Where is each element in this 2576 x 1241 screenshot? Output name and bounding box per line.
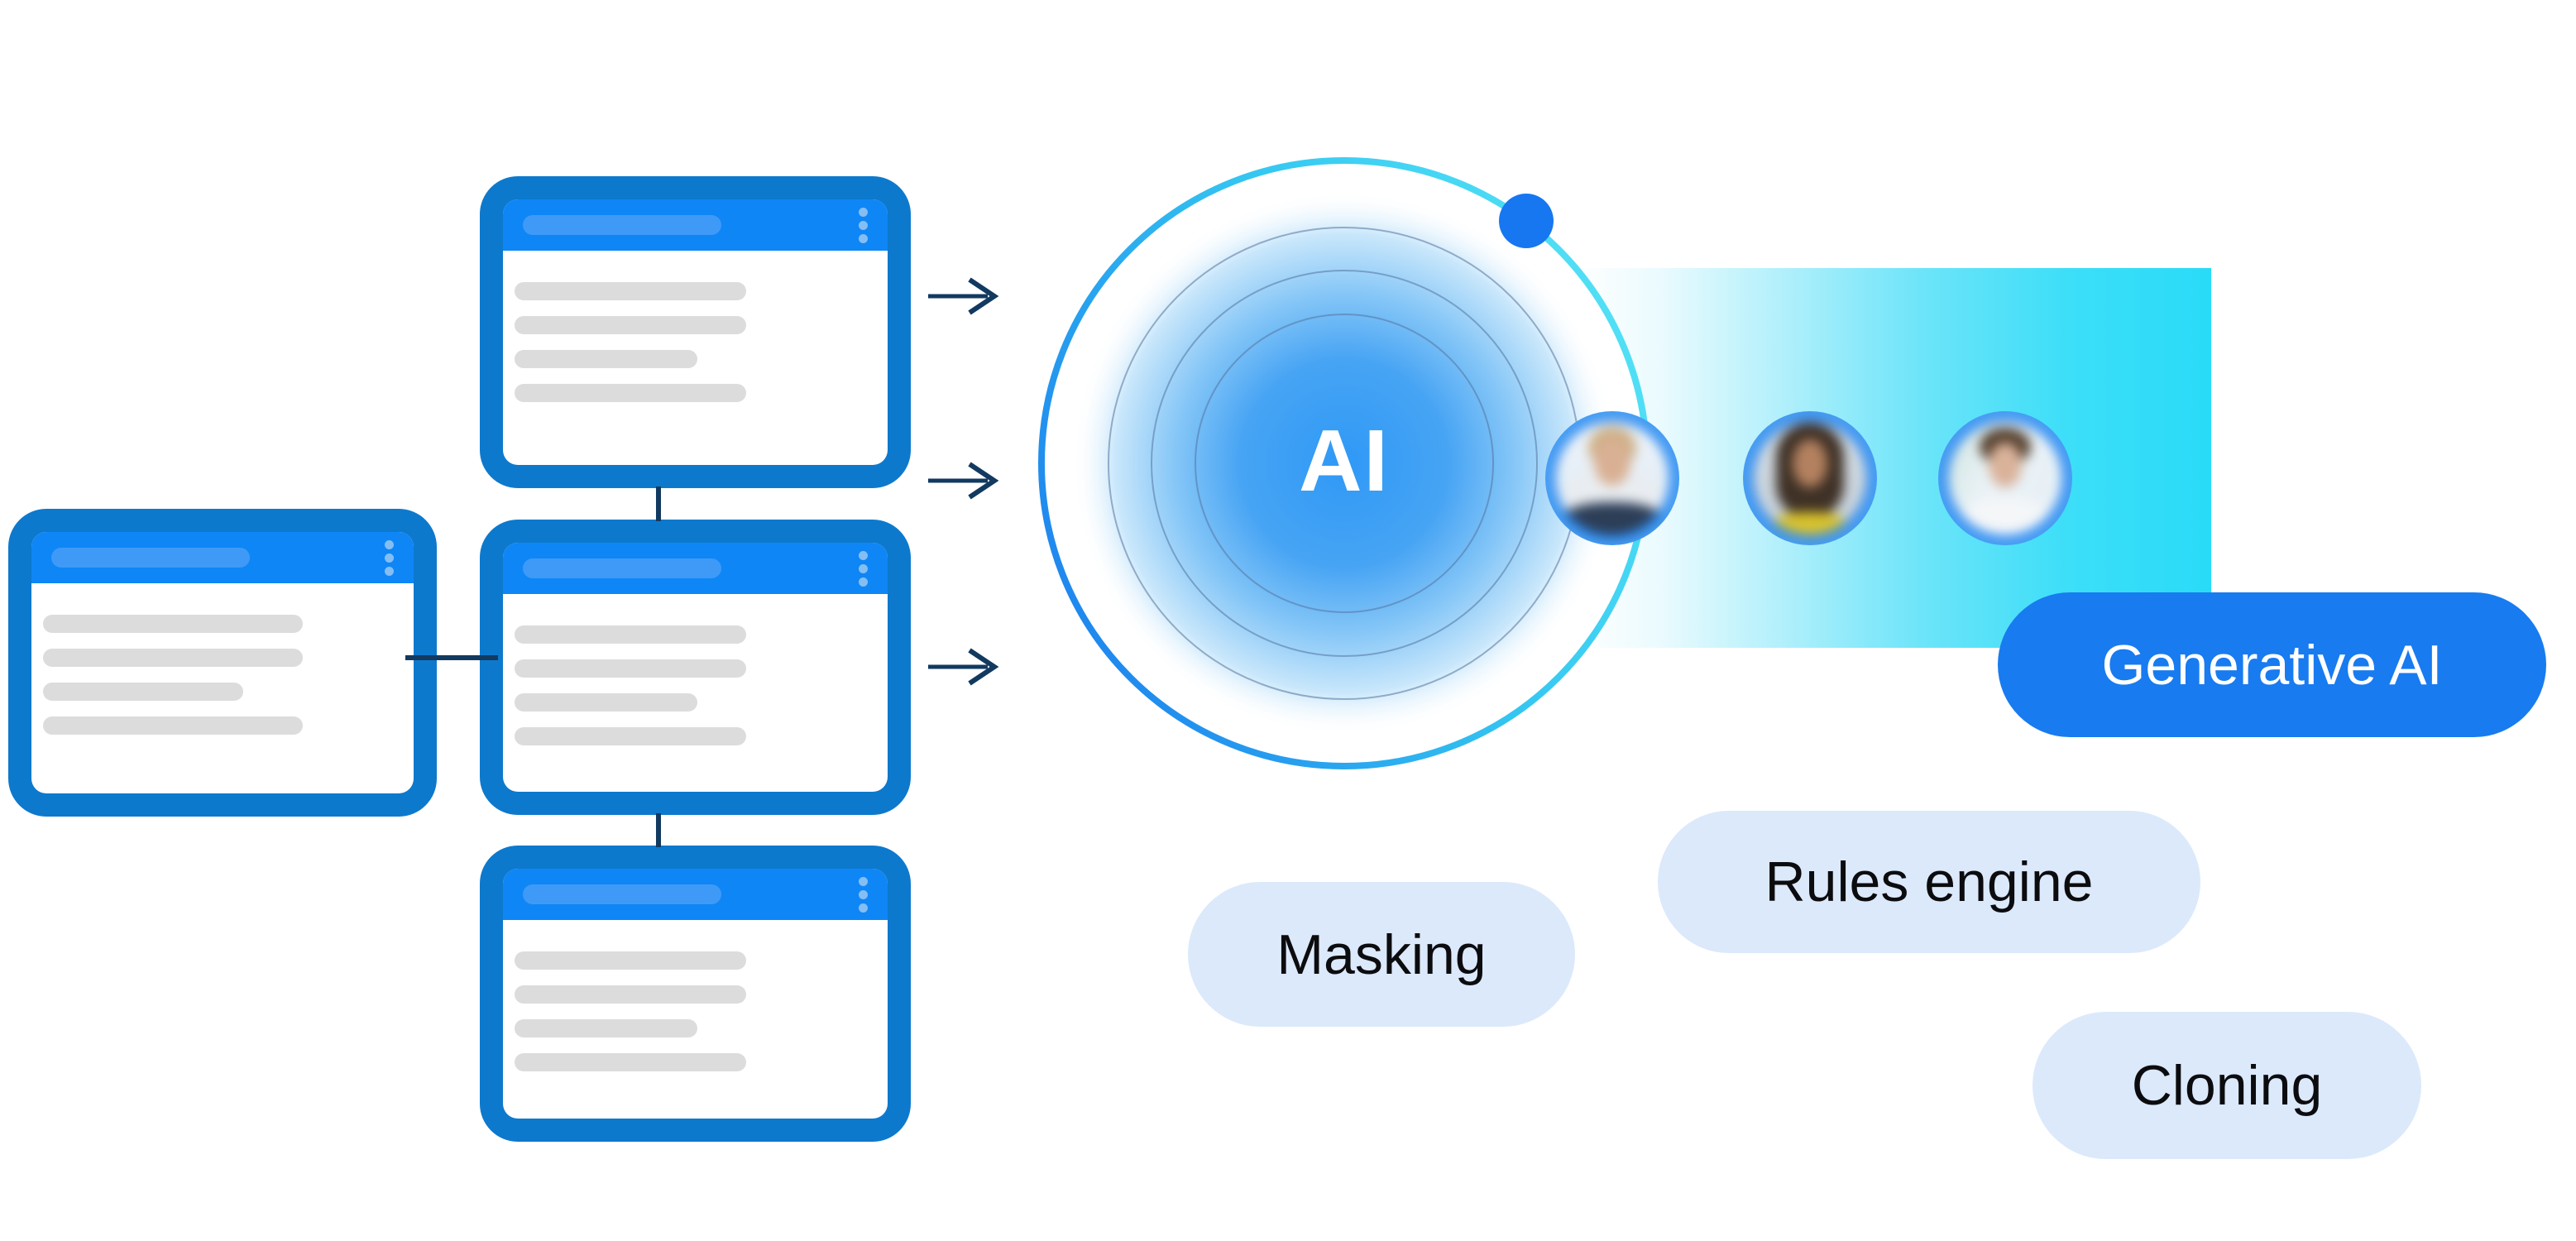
connector-line-horizontal bbox=[405, 655, 498, 660]
source-table-card-left bbox=[8, 509, 437, 817]
blurred-portrait bbox=[1753, 421, 1867, 535]
kebab-menu-icon bbox=[859, 207, 868, 243]
source-table-card-top bbox=[480, 176, 911, 488]
data-stream-band bbox=[1572, 268, 2211, 648]
table-header bbox=[503, 199, 888, 251]
table-row-placeholder bbox=[515, 625, 746, 644]
kebab-menu-icon bbox=[859, 550, 868, 587]
table-row-placeholder bbox=[515, 384, 746, 402]
tag-cloning: Cloning bbox=[2033, 1012, 2421, 1159]
table-rows bbox=[503, 251, 888, 418]
source-table-card-bottom bbox=[480, 846, 911, 1142]
table-row-placeholder bbox=[515, 693, 697, 712]
user-avatar-3 bbox=[1938, 411, 2072, 545]
table-title-placeholder bbox=[523, 558, 721, 578]
tag-generative-ai: Generative AI bbox=[1998, 592, 2546, 737]
table-rows bbox=[31, 583, 414, 750]
flow-arrow-icon bbox=[928, 277, 999, 315]
table-row-placeholder bbox=[515, 951, 746, 970]
table-title-placeholder bbox=[523, 884, 721, 904]
table-row-placeholder bbox=[43, 649, 303, 667]
table-row-placeholder bbox=[515, 1019, 697, 1037]
flow-arrow-icon bbox=[928, 462, 999, 500]
table-title-placeholder bbox=[523, 215, 721, 235]
table-row-placeholder bbox=[515, 727, 746, 745]
table-rows bbox=[503, 594, 888, 761]
flow-arrow-icon bbox=[928, 648, 999, 686]
table-row-placeholder bbox=[43, 716, 303, 735]
orbit-dot-icon bbox=[1499, 194, 1554, 248]
table-row-placeholder bbox=[515, 282, 746, 300]
table-header bbox=[503, 543, 888, 594]
table-row-placeholder bbox=[515, 985, 746, 1004]
user-avatar-2 bbox=[1743, 411, 1877, 545]
table-rows bbox=[503, 920, 888, 1087]
tag-masking: Masking bbox=[1188, 882, 1575, 1027]
table-row-placeholder bbox=[515, 316, 746, 334]
source-table-card-middle bbox=[480, 520, 911, 815]
blurred-portrait bbox=[1948, 421, 2062, 535]
user-avatar-1 bbox=[1545, 411, 1679, 545]
kebab-menu-icon bbox=[385, 539, 394, 576]
table-panel bbox=[503, 199, 888, 465]
inner-orbit-ring bbox=[1195, 314, 1494, 613]
table-panel bbox=[31, 532, 414, 793]
table-row-placeholder bbox=[515, 350, 697, 368]
table-panel bbox=[503, 869, 888, 1119]
ai-label: AI bbox=[1299, 411, 1390, 510]
table-panel bbox=[503, 543, 888, 792]
table-row-placeholder bbox=[515, 1053, 746, 1071]
middle-orbit-ring bbox=[1151, 270, 1538, 657]
blurred-portrait bbox=[1555, 421, 1669, 535]
table-header bbox=[503, 869, 888, 920]
table-row-placeholder bbox=[43, 683, 243, 701]
table-title-placeholder bbox=[51, 548, 250, 568]
connector-line-vertical-top bbox=[656, 486, 661, 521]
tag-rules-engine: Rules engine bbox=[1658, 811, 2200, 953]
kebab-menu-icon bbox=[859, 876, 868, 913]
connector-line-vertical-bottom bbox=[656, 813, 661, 847]
table-header bbox=[31, 532, 414, 583]
table-row-placeholder bbox=[515, 659, 746, 678]
table-row-placeholder bbox=[43, 615, 303, 633]
